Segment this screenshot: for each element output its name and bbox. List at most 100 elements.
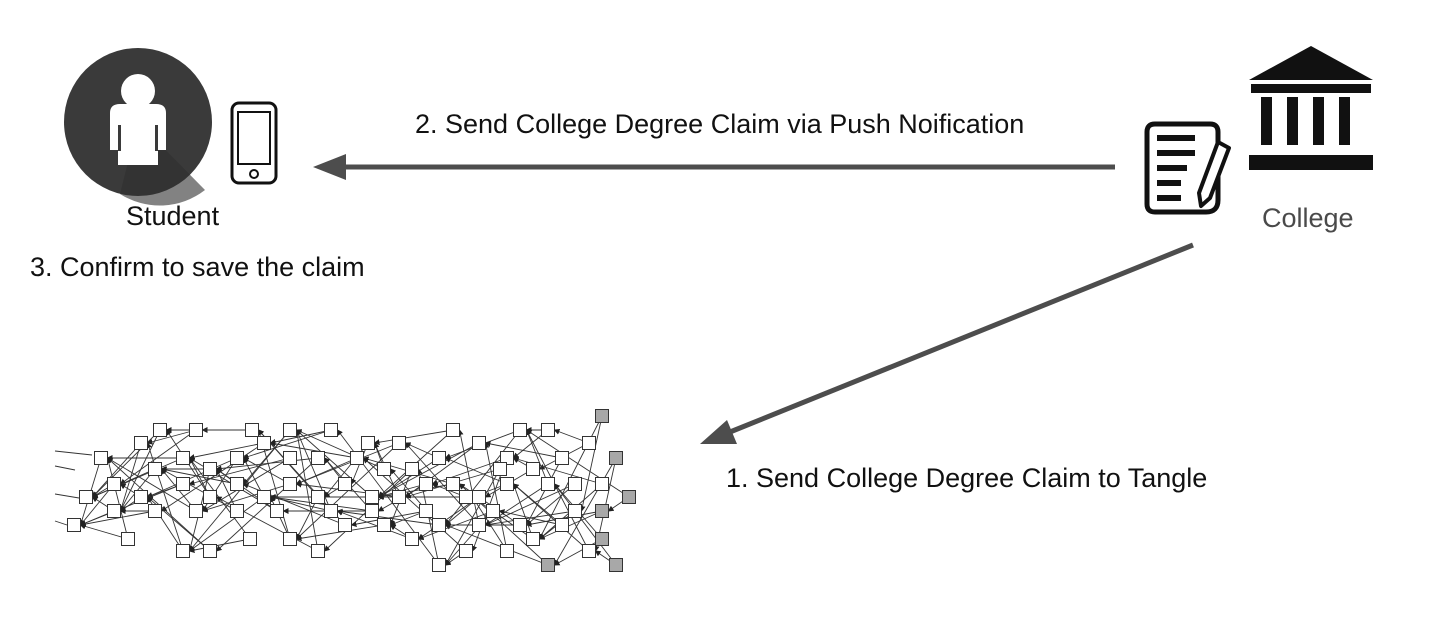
tangle-node <box>107 504 121 518</box>
step-3-label: 3. Confirm to save the claim <box>30 252 365 282</box>
tangle-node <box>377 518 391 532</box>
tangle-node <box>134 436 148 450</box>
tangle-node <box>472 518 486 532</box>
tangle-node <box>189 504 203 518</box>
tangle-node <box>493 462 507 476</box>
tangle-edge <box>512 483 590 552</box>
tangle-edge <box>445 468 501 566</box>
tangle-node <box>203 544 217 558</box>
tangle-node <box>446 423 460 437</box>
send-to-tangle-arrow <box>700 242 1194 444</box>
tangle-node <box>350 451 364 465</box>
tangle-node <box>361 436 375 450</box>
tangle-tip-node <box>595 409 609 423</box>
tangle-node <box>203 490 217 504</box>
tangle-node <box>324 504 338 518</box>
tangle-edge <box>444 524 549 566</box>
tangle-node <box>176 451 190 465</box>
tangle-edge <box>188 442 265 460</box>
tangle-node <box>283 477 297 491</box>
tangle-edge <box>484 441 563 459</box>
tangle-node <box>459 544 473 558</box>
tangle-node <box>148 504 162 518</box>
tangle-edge <box>457 429 480 526</box>
tangle-node <box>338 477 352 491</box>
tangle-edge <box>242 429 332 460</box>
tangle-tip-node <box>622 490 636 504</box>
tangle-edge <box>336 509 413 540</box>
tangle-node <box>148 462 162 476</box>
tangle-node <box>513 518 527 532</box>
tangle-node <box>500 477 514 491</box>
tangle-node <box>153 423 167 437</box>
tangle-edge <box>242 457 291 485</box>
tangle-node <box>203 462 217 476</box>
tangle-edge <box>525 483 576 526</box>
tangle-edge <box>269 429 332 445</box>
tangle-node <box>311 490 325 504</box>
student-label: Student <box>126 201 220 231</box>
tangle-edge <box>553 538 603 566</box>
smartphone-icon <box>230 101 278 185</box>
tangle-graph <box>54 409 636 572</box>
tangle-node <box>555 451 569 465</box>
tangle-node <box>311 451 325 465</box>
tangle-edge <box>119 429 197 485</box>
tangle-edge <box>160 442 265 512</box>
tangle-tip-node <box>595 532 609 546</box>
tangle-edge <box>54 520 68 526</box>
tangle-edge <box>294 429 319 552</box>
tangle-node <box>472 436 486 450</box>
tangle-tip-node <box>609 451 623 465</box>
tangle-edge <box>54 493 80 499</box>
tangle-edge <box>269 440 358 459</box>
step-1-label: 1. Send College Degree Claim to Tangle <box>726 463 1208 493</box>
tangle-node <box>419 477 433 491</box>
tangle-node <box>392 436 406 450</box>
tangle-node <box>338 518 352 532</box>
tangle-edge <box>512 483 534 540</box>
tangle-node <box>257 490 271 504</box>
tangle-node <box>486 504 500 518</box>
tangle-node <box>365 490 379 504</box>
tangle-edge <box>525 429 549 485</box>
tangle-node <box>79 490 93 504</box>
tangle-edge <box>106 457 197 512</box>
tangle-node <box>541 477 555 491</box>
college-label: College <box>1262 203 1354 233</box>
tangle-node <box>500 544 514 558</box>
tangle-node <box>595 477 609 491</box>
tangle-node <box>176 544 190 558</box>
tangle-edge <box>188 496 265 552</box>
tangle-node <box>176 477 190 491</box>
tangle-node <box>472 490 486 504</box>
tangle-node <box>245 423 259 437</box>
tangle-node <box>568 504 582 518</box>
tangle-edge <box>373 429 454 446</box>
tangle-edge <box>295 429 373 498</box>
tangle-edge <box>484 483 549 526</box>
tangle-node <box>405 532 419 546</box>
tangle-node <box>134 490 148 504</box>
tangle-edge <box>377 457 440 498</box>
tangle-edge <box>526 429 590 552</box>
tangle-node <box>526 532 540 546</box>
tangle-node <box>189 423 203 437</box>
tangle-node <box>446 477 460 491</box>
tangle-edge <box>554 457 617 566</box>
tangle-node <box>107 477 121 491</box>
tangle-edge <box>54 465 76 471</box>
signed-document-icon <box>1144 121 1231 215</box>
tangle-tip-node <box>541 558 555 572</box>
tangle-node <box>568 477 582 491</box>
tangle-edge <box>79 523 129 540</box>
tangle-node <box>377 462 391 476</box>
tangle-node <box>392 490 406 504</box>
tangle-edge <box>160 467 238 485</box>
tangle-node <box>67 518 81 532</box>
tangle-node <box>121 532 135 546</box>
tangle-edge <box>146 442 184 552</box>
tangle-node <box>270 504 284 518</box>
tangle-node <box>324 423 338 437</box>
